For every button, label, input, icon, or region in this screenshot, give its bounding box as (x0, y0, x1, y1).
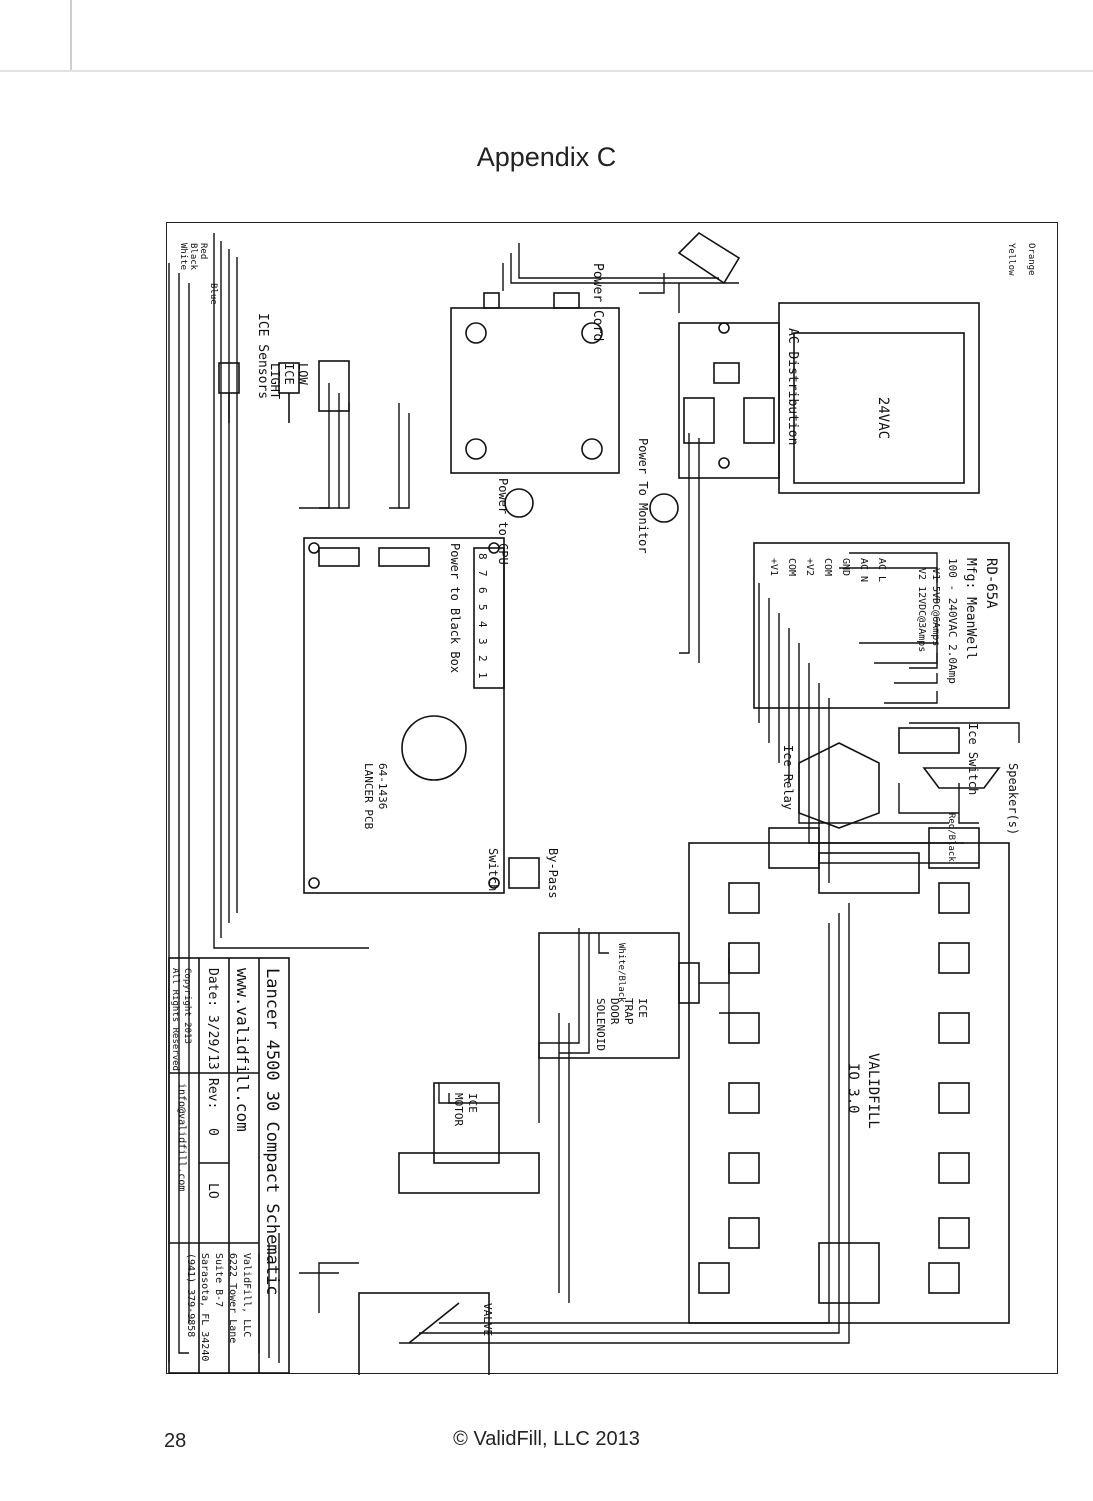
bypass-label-1: By-Pass (546, 848, 560, 899)
psu-terminals: AC L AC N GND COM +V2 COM +V1 (768, 558, 887, 582)
title-block-company: ValidFill, LLC 6222 Tower Lane Suite B-7… (185, 1253, 252, 1361)
psu-terminal: AC L (876, 558, 887, 582)
black-box-pin: 5 (476, 604, 489, 611)
power-to-cpu: Power to CPU (496, 478, 534, 565)
power-to-monitor: Power To Monitor (636, 438, 679, 554)
black-box-label: Power to Black Box (448, 543, 462, 673)
low-ice-light: LOW ICE LIGHT (268, 360, 350, 412)
page-number: 28 (164, 1430, 187, 1452)
io-board-label-2: IO 3.0 (845, 1063, 861, 1114)
psu-model: RD-65A (983, 558, 999, 609)
schematic-svg: 24VAC AC Distribution Power Cord LOW IC (168, 231, 1036, 1375)
solenoid-label-1: ICE (636, 998, 649, 1018)
company-line: ValidFill, LLC (241, 1253, 252, 1337)
ice-switch-label: Ice Switch (966, 723, 980, 795)
psu-input: 100 - 240VAC 2.0Amp (946, 558, 959, 684)
psu-mfg: Mfg: MeanWell (963, 558, 978, 660)
wire-label: Yellow (1006, 243, 1016, 276)
lancer-pcb: 64-1436 LANCER PCB (303, 537, 505, 894)
power-to-monitor-label: Power To Monitor (636, 438, 650, 554)
black-box-pin: 8 (476, 553, 489, 560)
ice-motor-label-1: ICE (466, 1093, 479, 1113)
title-block-rev-value: 0 (205, 1128, 220, 1136)
speakers-label: Speaker(s) (1006, 763, 1020, 835)
speakers: Speaker(s) (922, 763, 1020, 835)
ice-motor-label-2: MOTOR (452, 1093, 465, 1126)
lancer-pcb-label-2: LANCER PCB (362, 763, 375, 830)
transformer-top (450, 292, 620, 474)
solenoid-label-2: TRAP (622, 998, 635, 1025)
ice-motor: ICE MOTOR (398, 1082, 540, 1194)
psu-terminal: GND (840, 558, 851, 576)
page-heading: Appendix C (476, 142, 617, 172)
black-box-pin: 2 (476, 655, 489, 662)
title-block: Lancer 4500 30 Compact Schematic www.val… (168, 957, 290, 1374)
schematic-rotated-sheet: 24VAC AC Distribution Power Cord LOW IC (167, 223, 1059, 1375)
transformer-label: 24VAC (875, 397, 891, 439)
psu-terminal: AC N (858, 558, 869, 582)
wire-label: White (178, 243, 188, 270)
meanwell-psu: RD-65A Mfg: MeanWell 100 - 240VAC 2.0Amp… (753, 542, 1010, 709)
company-line: Suite B-7 (213, 1253, 224, 1307)
bypass-switch: By-Pass Switch (486, 848, 560, 899)
psu-terminal: +V2 (804, 558, 815, 576)
psu-terminal: +V1 (768, 558, 779, 576)
ice-switch: Ice Switch (898, 723, 980, 795)
wire-label: Red (198, 243, 208, 259)
title-block-rev-label: Rev: (205, 1078, 220, 1109)
psu-terminal: COM (822, 558, 833, 576)
black-box-pin: 6 (476, 587, 489, 594)
schematic-frame: 24VAC AC Distribution Power Cord LOW IC (166, 222, 1059, 1375)
valve: VALVE (358, 1292, 494, 1375)
black-box-pin: 4 (476, 621, 489, 628)
title-block-title: Lancer 4500 30 Compact Schematic (262, 968, 282, 1296)
low-ice-light-label-1: LOW (296, 363, 310, 385)
power-cord: Power Cord (590, 231, 741, 341)
psu-v2: V2 12VDC@3Amps (916, 568, 927, 652)
margin-rule-vertical (70, 0, 72, 72)
lancer-pcb-label-1: 64-1436 (376, 763, 389, 809)
io-board-label-1: VALIDFILL (865, 1053, 881, 1129)
psu-v1: V1 5VDC@6Amps (930, 568, 941, 646)
title-block-date: Date: 3/29/13 (205, 968, 220, 1070)
black-box-pin-labels: 8 7 6 5 4 3 2 1 (476, 553, 489, 679)
ac-distribution-label: AC Distribution (785, 328, 800, 445)
wire-label: Blue (208, 283, 218, 305)
solenoid-label-3: DOOR (608, 998, 621, 1025)
footer-copyright: © ValidFill, LLC 2013 (453, 1428, 640, 1450)
black-box-connector: Power to Black Box 8 7 6 5 4 3 2 1 (448, 543, 505, 689)
valve-label: VALVE (481, 1303, 494, 1336)
wiring (168, 233, 1020, 1363)
io-board: VALIDFILL IO 3.0 (688, 827, 1010, 1324)
company-line: (941) 379-9858 (185, 1253, 196, 1337)
ice-relay-label: Ice Relay (781, 745, 795, 810)
ice-sensors: ICE Sensors (218, 313, 300, 423)
title-block-initials: LO (205, 1183, 220, 1199)
black-box-pin: 3 (476, 638, 489, 645)
solenoid-label-4: SOLENOID (594, 998, 607, 1051)
title-block-copyright: Copyright 2013 (182, 968, 192, 1044)
wire-label: White/Black (616, 943, 626, 1003)
title-block-rights: All Rights Reserved (170, 968, 180, 1071)
ice-sensors-label: ICE Sensors (255, 313, 270, 399)
wire-label: Black (188, 243, 198, 271)
company-line: Sarasota, FL 34240 (199, 1253, 210, 1361)
low-ice-light-label-2: ICE (282, 363, 296, 385)
ice-relay: Ice Relay (781, 742, 880, 829)
company-line: 6222 Tower Lane (227, 1253, 238, 1343)
ac-distribution: AC Distribution (678, 322, 800, 479)
wire-label: Orange (1026, 243, 1036, 276)
title-block-website: www.validfill.com (233, 968, 252, 1132)
wire-labels: White Black Red Blue Yellow Orange White… (178, 243, 1036, 1003)
transformer-24vac: 24VAC (778, 302, 980, 494)
black-box-pin: 1 (476, 672, 489, 679)
bypass-label-2: Switch (486, 848, 500, 891)
power-to-cpu-label: Power to CPU (496, 478, 510, 565)
margin-rule-horizontal (0, 70, 1093, 72)
wire-label: Red/Black (946, 813, 956, 862)
black-box-pin: 7 (476, 570, 489, 577)
title-block-email: info@validfill.com (176, 1083, 187, 1191)
power-cord-label: Power Cord (590, 263, 605, 341)
psu-terminal: COM (786, 558, 797, 576)
